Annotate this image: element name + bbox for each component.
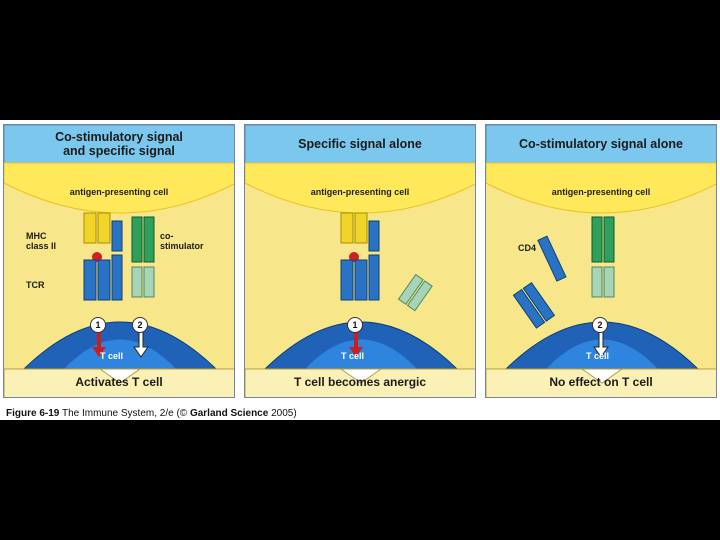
- signal-2-badge: 2: [132, 317, 148, 333]
- header-band: [486, 125, 716, 164]
- costimulator-a: [131, 216, 143, 263]
- costimulator-label: co- stimulator: [160, 231, 204, 251]
- outcome-label: No effect on T cell: [549, 375, 653, 389]
- t-cell-inner: [305, 339, 417, 369]
- apc-label: antigen-presenting cell: [69, 187, 169, 197]
- unbound-cd28: [397, 273, 433, 312]
- header-band: [245, 125, 475, 164]
- mhc-alpha: [340, 212, 354, 244]
- outcome-arrow: [580, 368, 624, 384]
- tcr-alpha: [83, 259, 97, 301]
- cd4: [111, 254, 123, 301]
- mhc-beta: [354, 212, 368, 244]
- signal-2-arrow: [133, 329, 149, 358]
- panel-1-illustration: [4, 125, 234, 397]
- tcr-beta: [97, 259, 111, 301]
- tcr-label: TCR: [26, 280, 45, 290]
- signal-2-arrow: [593, 329, 609, 358]
- cd28-a: [131, 266, 143, 298]
- caption-figure-number: Figure 6-19: [6, 408, 60, 419]
- signal-1-badge: 1: [347, 317, 363, 333]
- apc-receptor: [111, 220, 123, 252]
- panel-costim-alone: Co-stimulatory signal alone antigen-pres…: [485, 124, 717, 398]
- apc-label: antigen-presenting cell: [310, 187, 410, 197]
- signal-1-arrow: [349, 330, 363, 357]
- cd28-b: [603, 266, 615, 298]
- cd4-receptor: [537, 235, 567, 282]
- caption-year: 2005): [271, 408, 297, 419]
- apc-label: antigen-presenting cell: [551, 187, 651, 197]
- panel-2-illustration: [245, 125, 475, 397]
- costimulator-a: [591, 216, 603, 263]
- mhc-beta: [97, 212, 111, 244]
- unbound-tcr: [512, 281, 556, 329]
- header-band: [4, 125, 234, 164]
- cd4-label: CD4: [518, 243, 537, 253]
- outcome-label: T cell becomes anergic: [293, 375, 427, 389]
- signal-2-badge: 2: [592, 317, 608, 333]
- outcome-arrow: [98, 368, 142, 384]
- panel-costim-and-specific: Co-stimulatory signal and specific signa…: [3, 124, 235, 398]
- mhc-label: MHC class II: [26, 231, 57, 251]
- outcome-arrow: [339, 368, 383, 384]
- caption-publisher: Garland Science: [189, 408, 269, 419]
- cd28-b: [143, 266, 155, 298]
- figure-caption: Figure 6-19 The Immune System, 2/e (© Ga…: [6, 408, 297, 419]
- costimulator-b: [603, 216, 615, 263]
- tcr-beta: [354, 259, 368, 301]
- apc-membrane: [4, 162, 234, 214]
- cd4: [368, 254, 380, 301]
- apc-membrane: [245, 162, 475, 214]
- panel-specific-alone: Specific signal alone antigen-presenting…: [244, 124, 476, 398]
- tcr-alpha: [340, 259, 354, 301]
- signal-1-arrow: [92, 330, 106, 357]
- figure: Co-stimulatory signal and specific signa…: [0, 120, 720, 420]
- panel-3-illustration: [486, 125, 716, 397]
- t-cell-label: T cell: [586, 351, 610, 361]
- mhc-alpha: [83, 212, 97, 244]
- outcome-label: Activates T cell: [75, 375, 163, 389]
- caption-book: The Immune System, 2/e (©: [61, 408, 188, 419]
- costimulator-b: [143, 216, 155, 263]
- apc-membrane: [486, 162, 716, 214]
- signal-1-badge: 1: [90, 317, 106, 333]
- apc-receptor: [368, 220, 380, 252]
- t-cell-label: T cell: [341, 351, 365, 361]
- cd28-a: [591, 266, 603, 298]
- t-cell-label: T cell: [100, 351, 124, 361]
